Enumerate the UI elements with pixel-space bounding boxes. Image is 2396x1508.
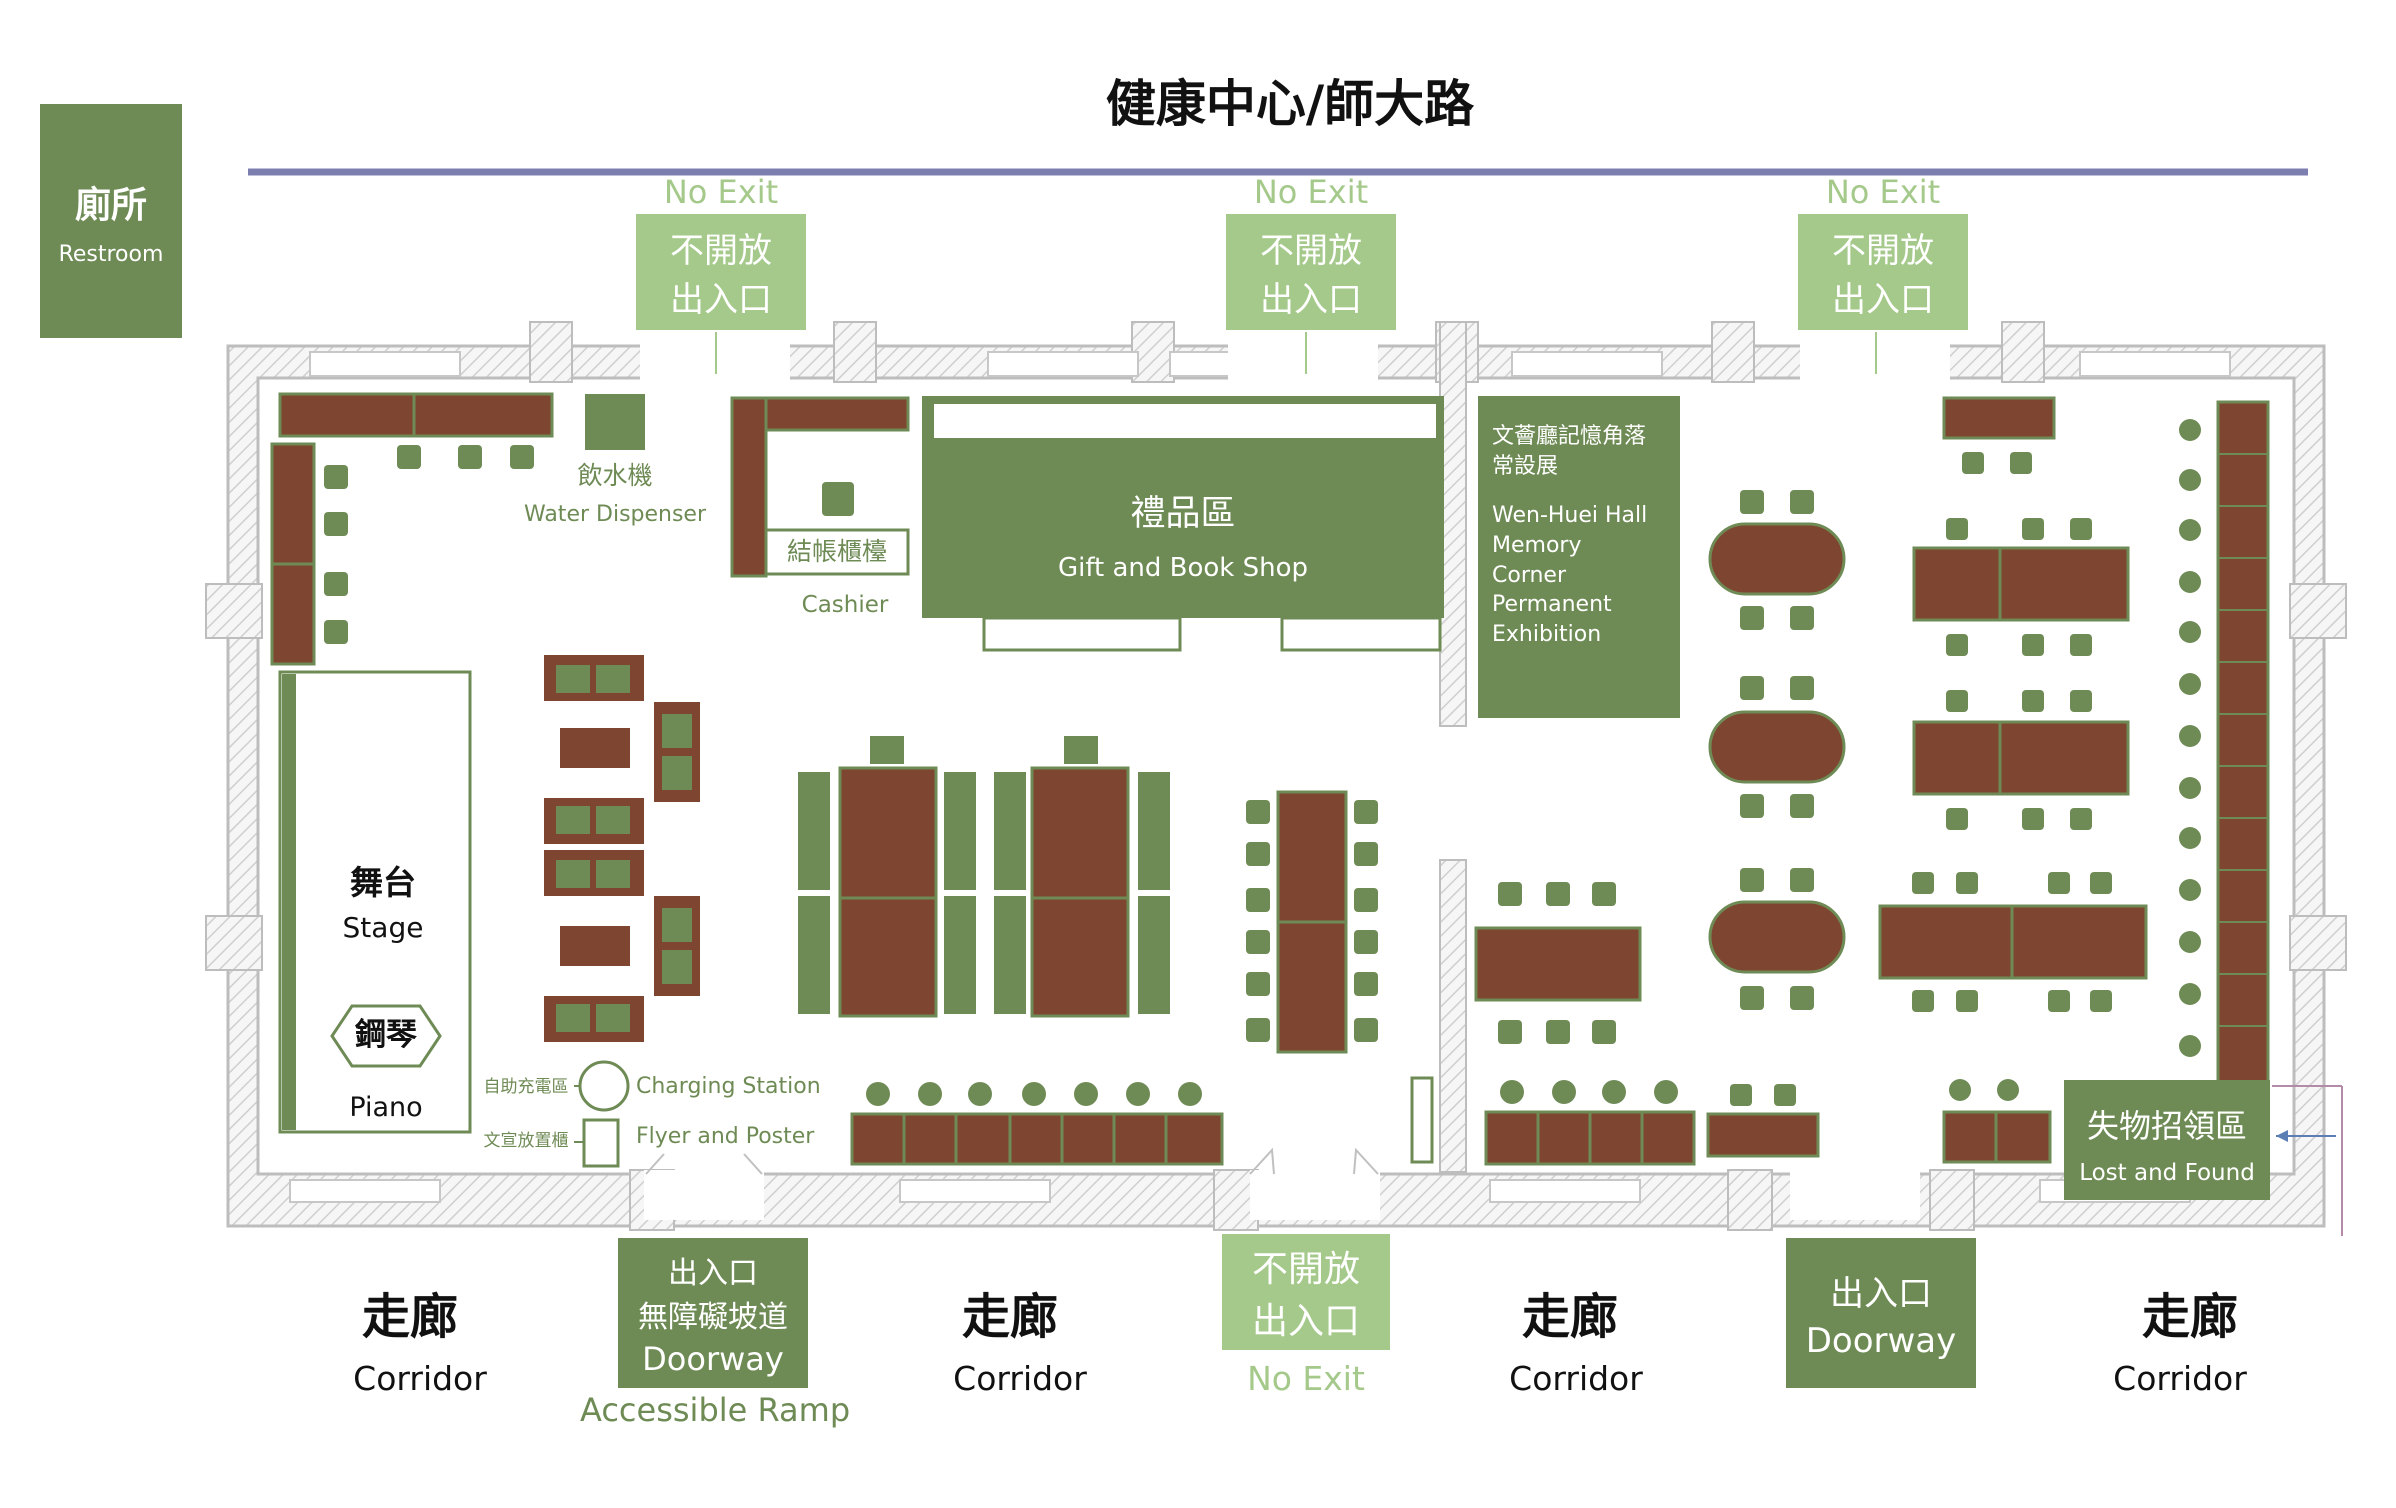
ramp-en: Doorway	[642, 1340, 784, 1378]
memory-en4: Permanent	[1492, 592, 1612, 618]
top-exit-3: 不開放 出入口	[1798, 214, 1968, 330]
ramp-en2: Accessible Ramp	[580, 1391, 851, 1429]
bottom-noexit-zh1: 不開放	[1251, 1249, 1360, 1290]
stage-zh: 舞台	[350, 863, 416, 902]
gift-shop-en: Gift and Book Shop	[1057, 553, 1309, 583]
stage-en: Stage	[342, 911, 424, 944]
gift-shop-area	[922, 396, 1444, 652]
memory-zh2: 常設展	[1492, 453, 1559, 479]
doorway-zh: 出入口	[1830, 1273, 1932, 1314]
stools-top-left	[324, 445, 534, 644]
memory-en2: Memory	[1492, 533, 1582, 559]
memory-en1: Wen-Huei Hall	[1492, 503, 1648, 529]
corridor-1-zh: 走廊	[361, 1289, 458, 1345]
water-dispenser-zh: 飲水機	[577, 461, 653, 490]
memory-corner-text: 文薈廳記憶角落 常設展 Wen-Huei Hall Memory Corner …	[1492, 422, 1676, 650]
top-exit-3-en: No Exit	[1825, 173, 1941, 211]
top-exit-2-zh2: 出入口	[1260, 280, 1362, 320]
memory-corner-area	[1478, 396, 1680, 718]
memory-en3: Corner	[1492, 562, 1567, 588]
bench-seating-top-left	[270, 392, 554, 666]
corridor-4-zh: 走廊	[2141, 1289, 2238, 1345]
bottom-noexit-en: No Exit	[1247, 1359, 1365, 1398]
ramp-zh1: 出入口	[668, 1256, 758, 1291]
oval-tables	[1708, 490, 1846, 1010]
charging-zh: 自助充電區	[483, 1077, 569, 1097]
corridor-2-en: Corridor	[953, 1359, 1087, 1398]
restroom-zh: 廁所	[74, 184, 147, 226]
water-dispenser-en: Water Dispenser	[523, 502, 707, 527]
table-mid-right	[1474, 882, 1642, 1044]
lounge-sofas	[544, 655, 700, 1042]
central-table-right	[1246, 790, 1378, 1054]
top-exit-1-en: No Exit	[663, 173, 779, 211]
flyer-rack-icon	[582, 1118, 620, 1168]
flyer-zh: 文宣放置櫃	[483, 1131, 569, 1151]
cashier-counter	[730, 396, 910, 578]
memory-en5: Exhibition	[1492, 622, 1602, 648]
top-exit-1-zh1: 不開放	[670, 231, 772, 271]
top-exit-1: 不開放 出入口	[636, 214, 806, 330]
lost-and-found-area	[2064, 1080, 2270, 1200]
gift-shop-zh: 禮品區	[1130, 494, 1236, 534]
doorway-right: 出入口 Doorway	[1786, 1238, 1976, 1388]
top-exit-2-en: No Exit	[1253, 173, 1369, 211]
corridor-3-en: Corridor	[1509, 1359, 1643, 1398]
top-exit-2-zh1: 不開放	[1260, 231, 1362, 271]
top-exit-3-zh1: 不開放	[1832, 231, 1934, 271]
piano-en: Piano	[349, 1092, 423, 1123]
ramp-zh2: 無障礙坡道	[638, 1300, 788, 1335]
water-dispenser-icon	[585, 394, 645, 450]
cashier-zh: 結帳櫃檯	[786, 537, 887, 566]
accessible-ramp-doorway: 出入口 無障礙坡道 Doorway	[618, 1238, 808, 1388]
charging-en: Charging Station	[636, 1074, 821, 1099]
lost-found-en: Lost and Found	[2079, 1160, 2255, 1186]
corridor-1-en: Corridor	[353, 1359, 487, 1398]
page-title: 健康中心/師大路	[1105, 75, 1475, 133]
memory-zh1: 文薈廳記憶角落	[1492, 424, 1647, 449]
top-exit-1-zh2: 出入口	[670, 280, 772, 320]
bench-row-bottom-right	[1484, 1080, 1820, 1166]
restroom-sign: 廁所 Restroom	[40, 104, 182, 338]
flyer-en: Flyer and Poster	[636, 1124, 815, 1149]
top-exit-3-zh2: 出入口	[1832, 280, 1934, 320]
piano-zh: 鋼琴	[355, 1017, 417, 1053]
restroom-en: Restroom	[58, 241, 164, 267]
corridor-3-zh: 走廊	[1521, 1289, 1618, 1345]
right-tables	[1878, 396, 2148, 1164]
corridor-2-zh: 走廊	[961, 1289, 1058, 1345]
cashier-en: Cashier	[801, 592, 889, 618]
bench-row-bottom	[850, 1082, 1224, 1166]
top-exit-2: 不開放 出入口	[1226, 214, 1396, 330]
bottom-no-exit: 不開放 出入口	[1222, 1234, 1390, 1350]
lost-found-zh: 失物招領區	[2086, 1107, 2247, 1145]
doorway-en: Doorway	[1805, 1320, 1957, 1361]
bottom-noexit-zh2: 出入口	[1251, 1301, 1360, 1342]
corridor-4-en: Corridor	[2113, 1359, 2247, 1398]
central-tables-left	[798, 736, 1170, 1018]
stage-area	[278, 670, 472, 1134]
charging-station-icon	[578, 1060, 630, 1112]
